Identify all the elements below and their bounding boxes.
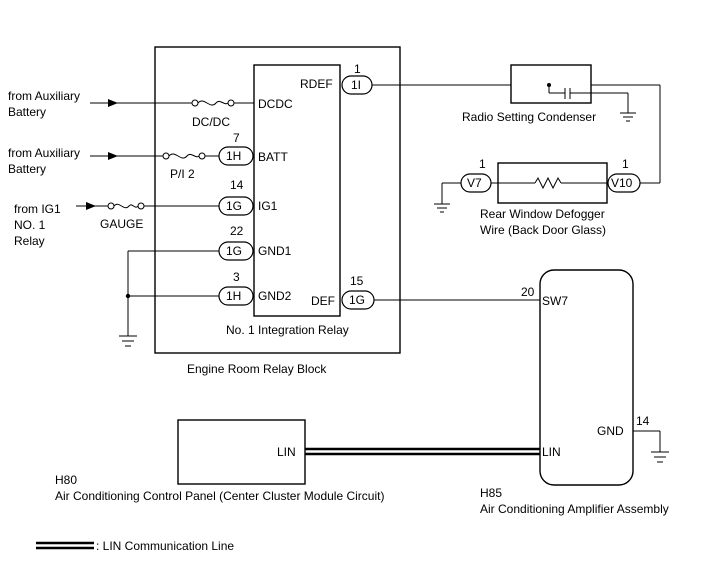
condenser-box <box>510 64 592 104</box>
def-connector-id: 1G <box>349 293 365 307</box>
fuse-pi2-label: P/I 2 <box>170 167 195 181</box>
terminal-dcdc: DCDC <box>258 97 293 111</box>
relay-block-label: Engine Room Relay Block <box>187 362 327 376</box>
fuse-dcdc-icon <box>197 100 229 106</box>
legend-lin-line-icon <box>36 541 94 550</box>
rdef-connector-id: 1I <box>351 78 361 92</box>
source-ig1-line2: NO. 1 <box>14 218 46 232</box>
defogger-label-line1: Rear Window Defogger <box>480 207 605 221</box>
gnd2-connector-id: 1H <box>226 289 241 303</box>
sw7-label: SW7 <box>542 294 568 308</box>
amplifier-name: Air Conditioning Amplifier Assembly <box>480 502 669 516</box>
panel-box <box>177 419 306 485</box>
batt-connector-id: 1H <box>226 149 241 163</box>
terminal-batt: BATT <box>258 150 288 164</box>
arrow-aux1-icon <box>108 99 118 107</box>
def-pin-number: 15 <box>350 274 364 288</box>
source-aux1-line2: Battery <box>8 105 46 119</box>
ig1-connector-id: 1G <box>226 199 242 213</box>
gnd2-pin-number: 3 <box>233 270 240 284</box>
arrow-ig1-icon <box>86 202 96 210</box>
terminal-def: DEF <box>311 294 335 308</box>
condenser-label: Radio Setting Condenser <box>462 110 596 124</box>
source-ig1-line3: Relay <box>14 234 45 248</box>
rdef-pin-number: 1 <box>354 62 361 76</box>
condenser-junction-dot <box>547 83 551 87</box>
defogger-label-line2: Wire (Back Door Glass) <box>480 223 606 237</box>
integration-relay-box <box>253 64 341 317</box>
terminal-gnd1: GND1 <box>258 244 292 258</box>
fuse-dcdc-label: DC/DC <box>192 115 230 129</box>
ground-icon <box>119 335 137 347</box>
v10-pin-number: 1 <box>622 157 629 171</box>
condenser-ground-icon <box>620 112 636 122</box>
fuse-gauge-label: GAUGE <box>100 217 143 231</box>
v7-pin-number: 1 <box>479 157 486 171</box>
v7-connector-id: V7 <box>467 176 482 190</box>
ig1-pin-number: 14 <box>230 178 244 192</box>
legend-label: : LIN Communication Line <box>96 539 234 553</box>
fuse-gauge-icon <box>113 203 139 209</box>
amp-ground-icon <box>651 451 669 463</box>
panel-code: H80 <box>55 473 77 487</box>
source-aux2-line1: from Auxiliary <box>8 146 80 160</box>
defogger-resistor-icon <box>534 176 562 190</box>
panel-name: Air Conditioning Control Panel (Center C… <box>55 489 384 503</box>
defogger-ground-icon <box>434 203 450 213</box>
amplifier-box <box>539 269 634 486</box>
amp-lin-label: LIN <box>542 445 561 459</box>
fuse-pi2-icon <box>168 153 200 159</box>
amp-gnd-pin-number: 14 <box>636 414 650 428</box>
amp-gnd-label: GND <box>597 424 624 438</box>
gnd-junction-dot <box>125 293 131 299</box>
v10-connector-id: V10 <box>611 176 633 190</box>
source-aux1-line1: from Auxiliary <box>8 89 80 103</box>
gnd1-pin-number: 22 <box>230 224 244 238</box>
terminal-gnd2: GND2 <box>258 289 292 303</box>
batt-pin-number: 7 <box>233 131 240 145</box>
sw7-pin-number: 20 <box>521 285 535 299</box>
v10-connector <box>607 173 641 193</box>
fuse-gauge-terminal-left <box>107 202 115 210</box>
gnd1-connector-id: 1G <box>226 244 242 258</box>
lin-communication-line <box>305 447 540 456</box>
fuse-gauge-terminal-right <box>137 202 145 210</box>
panel-lin-label: LIN <box>277 445 296 459</box>
arrow-aux2-icon <box>108 152 118 160</box>
source-ig1-line1: from IG1 <box>14 202 61 216</box>
terminal-rdef: RDEF <box>300 77 333 91</box>
amplifier-code: H85 <box>480 486 502 500</box>
terminal-ig1: IG1 <box>258 199 278 213</box>
source-aux2-line2: Battery <box>8 162 46 176</box>
integration-relay-label: No. 1 Integration Relay <box>226 323 349 337</box>
